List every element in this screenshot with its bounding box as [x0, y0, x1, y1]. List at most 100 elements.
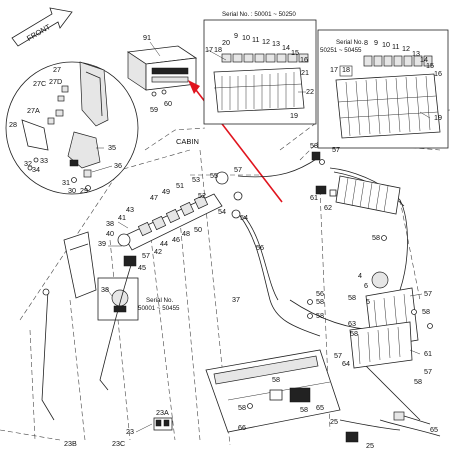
svg-text:58: 58 [300, 405, 308, 414]
svg-text:58: 58 [372, 233, 380, 242]
svg-text:37: 37 [232, 295, 240, 304]
svg-text:38: 38 [106, 219, 114, 228]
svg-text:61: 61 [310, 193, 318, 202]
svg-text:10: 10 [242, 33, 250, 42]
svg-text:54: 54 [240, 213, 248, 222]
svg-text:23: 23 [126, 427, 134, 436]
svg-text:57: 57 [142, 251, 150, 260]
svg-text:57: 57 [334, 351, 342, 360]
svg-text:57: 57 [234, 165, 242, 174]
svg-text:15: 15 [291, 48, 299, 57]
svg-text:61: 61 [424, 349, 432, 358]
svg-text:62: 62 [324, 203, 332, 212]
serial-2-title-2: 50251 ~ 50455 [320, 47, 362, 54]
svg-text:23C: 23C [112, 439, 125, 448]
serial-box-2: Serial No. 50251 ~ 50455 8 9 10 11 12 13… [317, 29, 449, 149]
cabin-label: CABIN [176, 137, 199, 146]
svg-text:58: 58 [348, 293, 356, 302]
floor-box: 58 65 58 66 58 [205, 349, 341, 433]
svg-text:55: 55 [210, 171, 218, 180]
svg-text:31: 31 [62, 178, 70, 187]
svg-text:33: 33 [40, 156, 48, 165]
svg-text:19: 19 [434, 113, 442, 122]
svg-text:36: 36 [114, 161, 122, 170]
svg-text:16: 16 [434, 69, 442, 78]
svg-text:54: 54 [218, 207, 226, 216]
svg-text:57: 57 [424, 367, 432, 376]
serial-box-1: Serial No. : 50001 ~ 50250 17 18 20 9 10… [203, 11, 317, 125]
serial-1-title: Serial No. : 50001 ~ 50250 [222, 11, 296, 18]
svg-text:4: 4 [358, 271, 362, 280]
circle-detail: 27 27C 27D 27A 28 32 34 33 31 30 29 35 3… [5, 61, 139, 195]
front-arrow: FRONT [11, 7, 73, 47]
svg-text:13: 13 [412, 49, 420, 58]
leader-lines [105, 49, 431, 355]
svg-text:12: 12 [402, 44, 410, 53]
svg-text:12: 12 [262, 37, 270, 46]
svg-text:65: 65 [430, 425, 438, 434]
serial-box-3: 38 Serial No. 50001 ~ 50455 [97, 277, 180, 321]
svg-text:56: 56 [316, 289, 324, 298]
svg-text:57: 57 [424, 289, 432, 298]
svg-text:11: 11 [252, 35, 259, 44]
svg-text:18: 18 [342, 65, 350, 74]
svg-text:9: 9 [234, 31, 238, 40]
svg-text:29: 29 [80, 186, 88, 195]
svg-text:18: 18 [214, 45, 222, 54]
svg-text:58: 58 [350, 329, 358, 338]
svg-text:58: 58 [316, 311, 324, 320]
svg-text:41: 41 [118, 213, 126, 222]
control-module: 56 56 37 4 6 58 5 57 58 63 58 61 57 64 5… [232, 243, 433, 386]
svg-text:40: 40 [106, 229, 114, 238]
svg-text:25: 25 [330, 417, 338, 426]
svg-text:34: 34 [32, 165, 40, 174]
svg-text:6: 6 [364, 281, 368, 290]
svg-text:56: 56 [256, 243, 264, 252]
svg-text:64: 64 [342, 359, 350, 368]
svg-text:5: 5 [366, 297, 370, 306]
svg-text:66: 66 [238, 423, 246, 432]
svg-text:58: 58 [272, 375, 280, 384]
svg-text:58: 58 [310, 141, 318, 150]
svg-text:27A: 27A [27, 106, 40, 115]
svg-text:20: 20 [222, 38, 230, 47]
switch-panel: 55 57 53 51 52 49 47 43 41 38 40 39 57 4… [98, 151, 321, 272]
svg-text:52: 52 [198, 191, 206, 200]
svg-text:45: 45 [138, 263, 146, 272]
pillar-lamp [41, 231, 97, 421]
svg-text:38: 38 [101, 285, 109, 294]
svg-text:58: 58 [414, 377, 422, 386]
svg-text:47: 47 [150, 193, 158, 202]
svg-text:57: 57 [332, 145, 340, 154]
svg-text:48: 48 [182, 229, 190, 238]
svg-text:51: 51 [176, 181, 184, 190]
svg-text:58: 58 [422, 307, 430, 316]
serial-3-title-2: 50001 ~ 50455 [138, 305, 180, 312]
svg-text:19: 19 [290, 111, 298, 120]
svg-text:58: 58 [238, 403, 246, 412]
svg-text:32: 32 [24, 159, 32, 168]
svg-text:14: 14 [420, 55, 428, 64]
svg-text:39: 39 [98, 239, 106, 248]
svg-text:8: 8 [364, 38, 368, 47]
svg-text:65: 65 [316, 403, 324, 412]
svg-text:16: 16 [300, 55, 308, 64]
svg-text:59: 59 [150, 105, 158, 114]
svg-text:42: 42 [154, 247, 162, 256]
svg-text:10: 10 [382, 40, 390, 49]
svg-text:27D: 27D [49, 77, 62, 86]
svg-text:23A: 23A [156, 408, 169, 417]
svg-text:25: 25 [366, 441, 374, 450]
svg-text:35: 35 [108, 143, 116, 152]
svg-text:9: 9 [374, 38, 378, 47]
svg-text:11: 11 [392, 42, 399, 51]
svg-text:63: 63 [348, 319, 356, 328]
svg-text:27C: 27C [33, 79, 46, 88]
svg-text:21: 21 [301, 68, 309, 77]
svg-text:91: 91 [143, 33, 151, 42]
svg-text:53: 53 [192, 175, 200, 184]
svg-text:17: 17 [330, 65, 338, 74]
svg-text:43: 43 [126, 205, 134, 214]
svg-text:46: 46 [172, 235, 180, 244]
